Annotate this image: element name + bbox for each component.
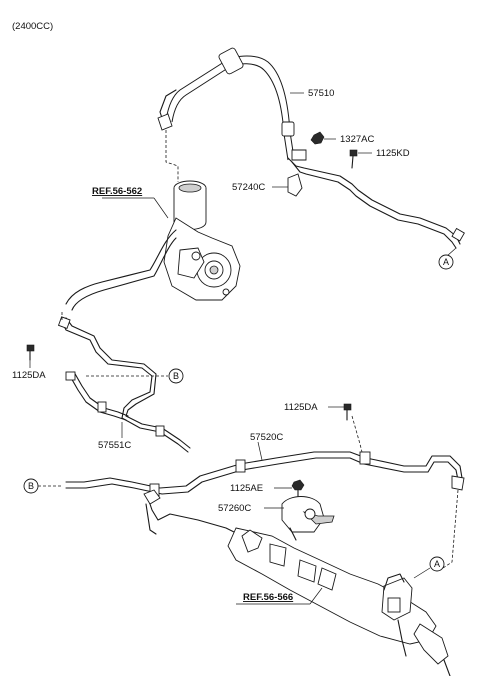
boot-right <box>413 623 449 665</box>
svg-text:B: B <box>173 371 179 381</box>
label-57551C: 57551C <box>98 440 131 451</box>
connector-b-mid: B <box>168 368 184 384</box>
steering-gear-box <box>143 489 451 676</box>
label-1327AC: 1327AC <box>340 134 374 145</box>
return-tube-57551C <box>57 316 191 453</box>
bolt-1125DA-right <box>343 403 352 421</box>
leader-ref-pump <box>153 197 169 219</box>
leader-ref-gear <box>309 587 323 605</box>
svg-text:B: B <box>28 481 34 491</box>
bolt-1125KD <box>349 149 358 169</box>
label-57520C: 57520C <box>250 432 283 443</box>
hose-ferrule <box>281 121 295 137</box>
label-1125KD: 1125KD <box>376 148 410 159</box>
leader-connector-a-bottom <box>413 567 431 579</box>
label-1125AE: 1125AE <box>230 483 263 494</box>
tube-57520C <box>65 451 465 497</box>
tube-end-fitting-upper <box>57 316 71 329</box>
tube-end-fitting-right <box>451 475 465 491</box>
bolt-1125AE <box>291 479 305 499</box>
tie-rod-end-left <box>143 489 161 505</box>
tube-clip-b <box>359 451 371 465</box>
svg-text:A: A <box>443 257 449 267</box>
leader-57520C <box>257 441 263 461</box>
ref-gear-label: REF.56-566 <box>243 592 293 603</box>
hose-pump-dash-link <box>165 130 179 182</box>
power-steering-pump <box>65 180 241 311</box>
tube-gear-dash-link-right <box>439 489 459 571</box>
pinion-valve <box>387 597 401 613</box>
hose-clamp-upper <box>218 47 244 75</box>
tube-clip-2 <box>155 425 165 437</box>
tube-clip-1 <box>97 401 107 413</box>
ref-pump-label: REF.56-562 <box>92 186 142 197</box>
pressure-hose-57510 <box>157 47 465 249</box>
label-1125DA-left: 1125DA <box>12 370 46 381</box>
nut-1327AC <box>310 131 325 145</box>
svg-text:A: A <box>434 559 440 569</box>
tube-clip-a <box>235 459 246 473</box>
leader-connector-a-top <box>446 247 457 257</box>
label-57240C: 57240C <box>232 182 265 193</box>
hose-end-fitting <box>157 113 173 131</box>
connector-b-left: B <box>23 478 39 494</box>
label-1125DA-right: 1125DA <box>284 402 318 413</box>
connector-a-bottom: A <box>429 556 445 572</box>
engine-variant-label: (2400CC) <box>12 21 53 32</box>
bolt-tube-dash-link <box>351 415 363 453</box>
label-57260C: 57260C <box>218 503 251 514</box>
bracket-57240C <box>287 149 307 197</box>
tube-end-fitting-lower <box>65 371 76 381</box>
connector-a-top: A <box>438 254 454 270</box>
hose-end-nut <box>451 227 465 242</box>
bolt-1125DA-left <box>26 344 35 361</box>
bracket-57260C <box>281 496 335 533</box>
label-57510: 57510 <box>308 88 334 99</box>
